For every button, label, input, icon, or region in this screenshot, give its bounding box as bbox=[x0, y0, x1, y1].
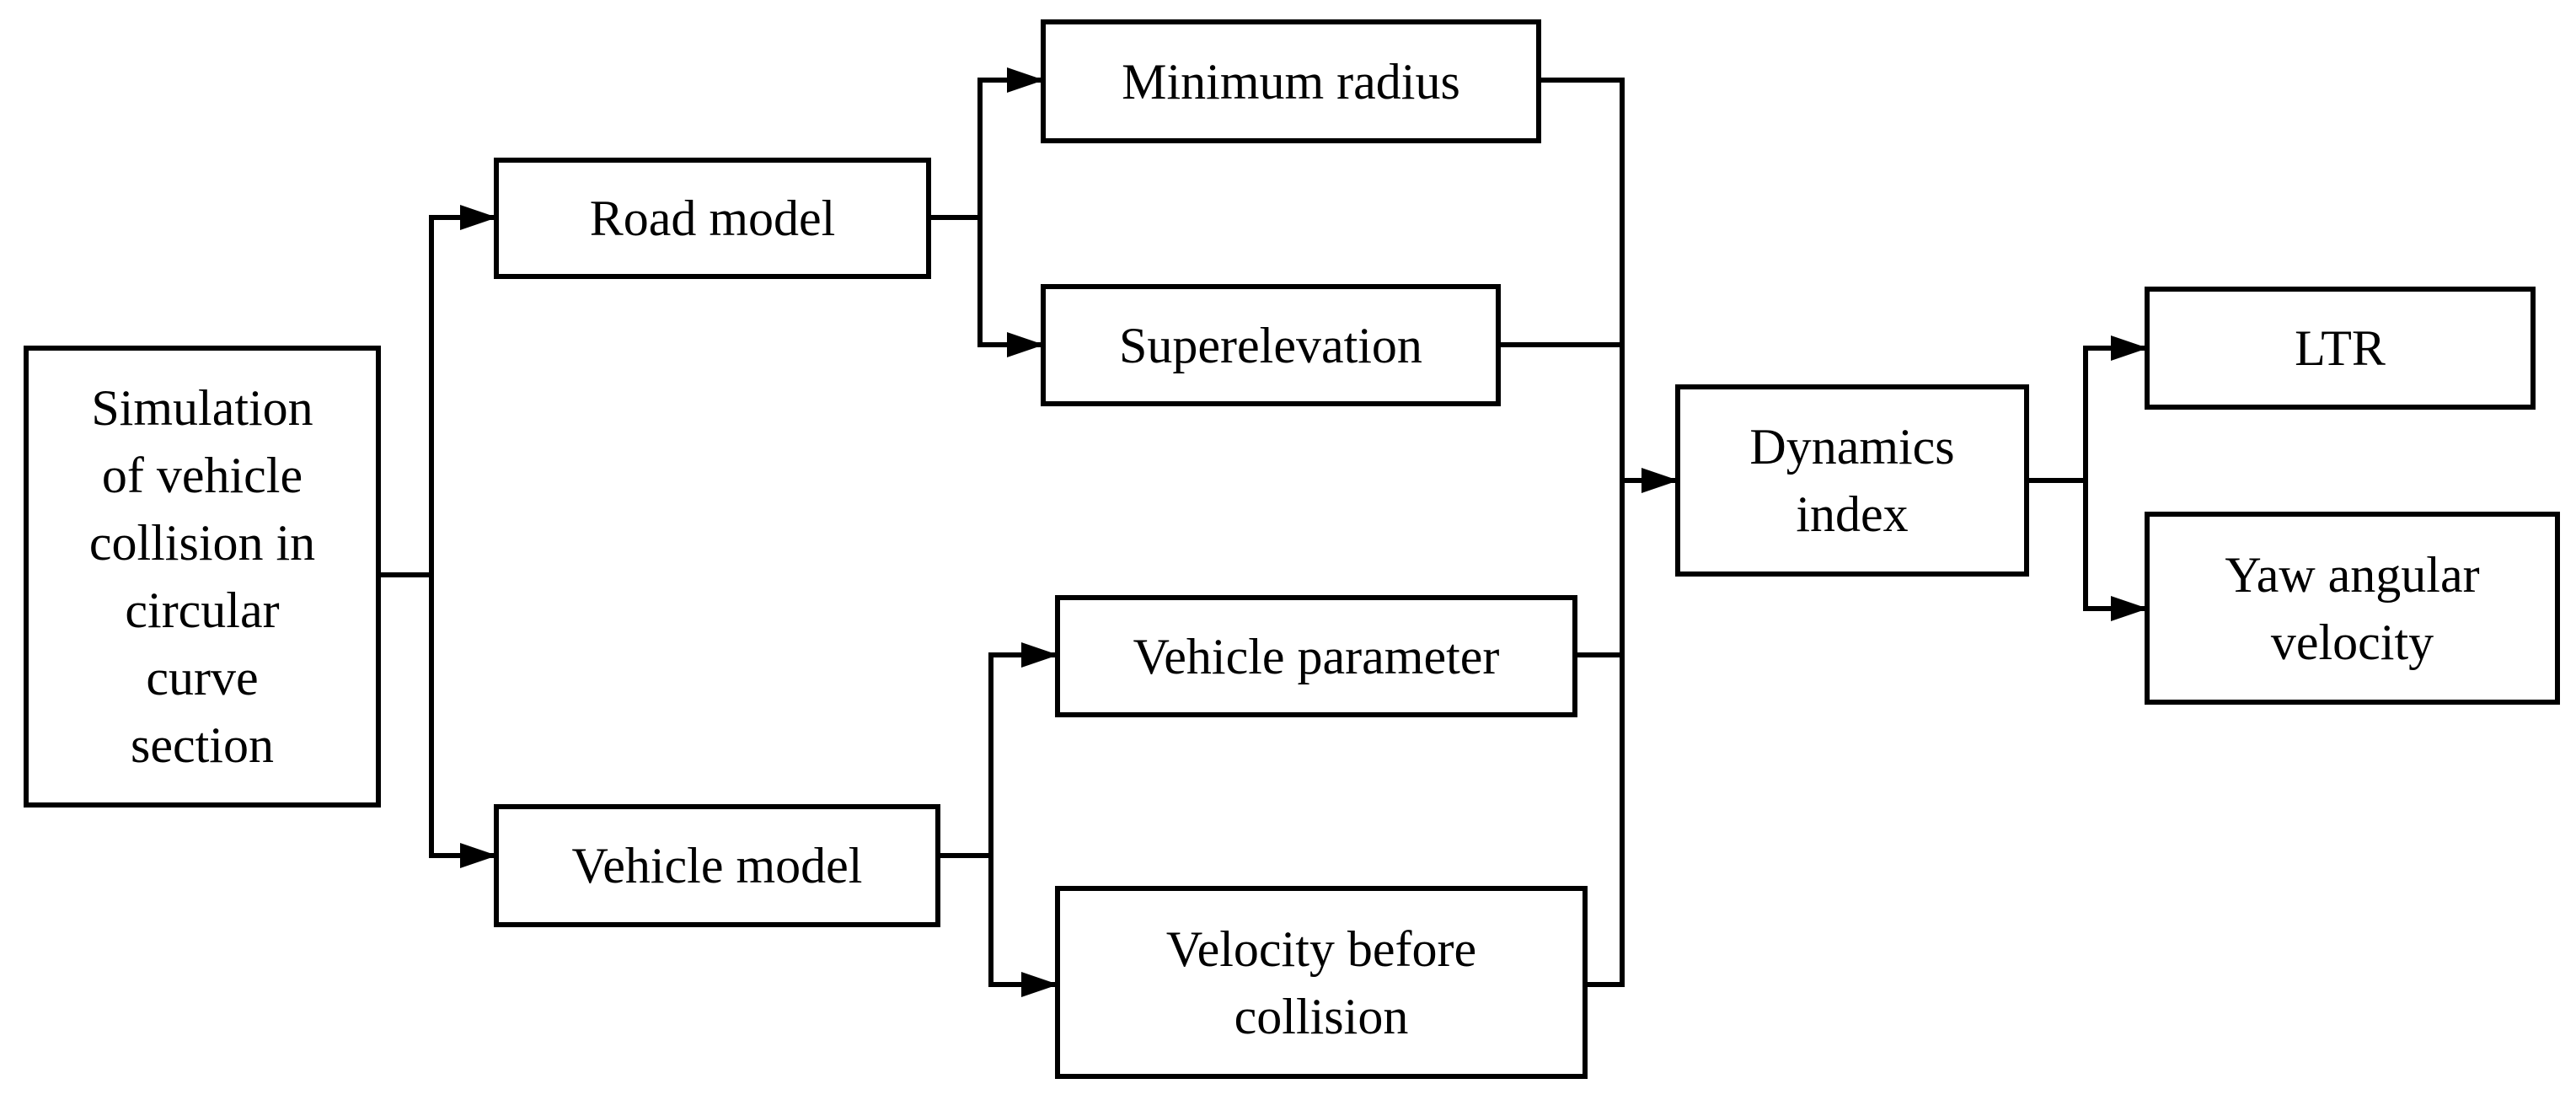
node-simulation-line: circular bbox=[125, 582, 280, 638]
node-superelevation: Superelevation bbox=[1041, 284, 1501, 406]
node-simulation-line: section bbox=[131, 717, 274, 773]
node-vehicle-parameter: Vehicle parameter bbox=[1055, 595, 1577, 717]
node-simulation-line: collision in bbox=[88, 515, 316, 571]
node-velocity-before-collision: Velocity before collision bbox=[1055, 886, 1588, 1079]
node-vehicle-model: Vehicle model bbox=[494, 804, 940, 927]
node-vehicle-parameter-label: Vehicle parameter bbox=[1133, 628, 1500, 684]
node-yaw-angular-velocity: Yaw angular velocity bbox=[2145, 512, 2560, 705]
node-dynamics-index-line: Dynamics bbox=[1749, 419, 1955, 475]
node-minimum-radius: Minimum radius bbox=[1041, 19, 1541, 143]
node-superelevation-label: Superelevation bbox=[1119, 317, 1422, 373]
node-simulation-line: Simulation bbox=[91, 380, 313, 436]
node-simulation: Simulation of vehicle collision in circu… bbox=[24, 346, 381, 808]
node-ltr: LTR bbox=[2145, 287, 2536, 410]
node-minimum-radius-label: Minimum radius bbox=[1122, 53, 1460, 110]
node-simulation-line: of vehicle bbox=[101, 448, 303, 503]
node-ltr-label: LTR bbox=[2295, 320, 2386, 376]
node-simulation-line: curve bbox=[146, 650, 259, 706]
node-yaw-angular-velocity-line: velocity bbox=[2270, 614, 2434, 670]
node-dynamics-index-line: index bbox=[1796, 486, 1909, 542]
node-vehicle-model-label: Vehicle model bbox=[571, 838, 863, 893]
node-road-model-label: Road model bbox=[589, 190, 836, 246]
node-road-model: Road model bbox=[494, 158, 931, 279]
node-velocity-before-collision-line: Velocity before bbox=[1165, 920, 1477, 977]
node-velocity-before-collision-line: collision bbox=[1234, 988, 1409, 1044]
node-dynamics-index: Dynamics index bbox=[1675, 384, 2029, 577]
node-yaw-angular-velocity-line: Yaw angular bbox=[2225, 546, 2480, 603]
